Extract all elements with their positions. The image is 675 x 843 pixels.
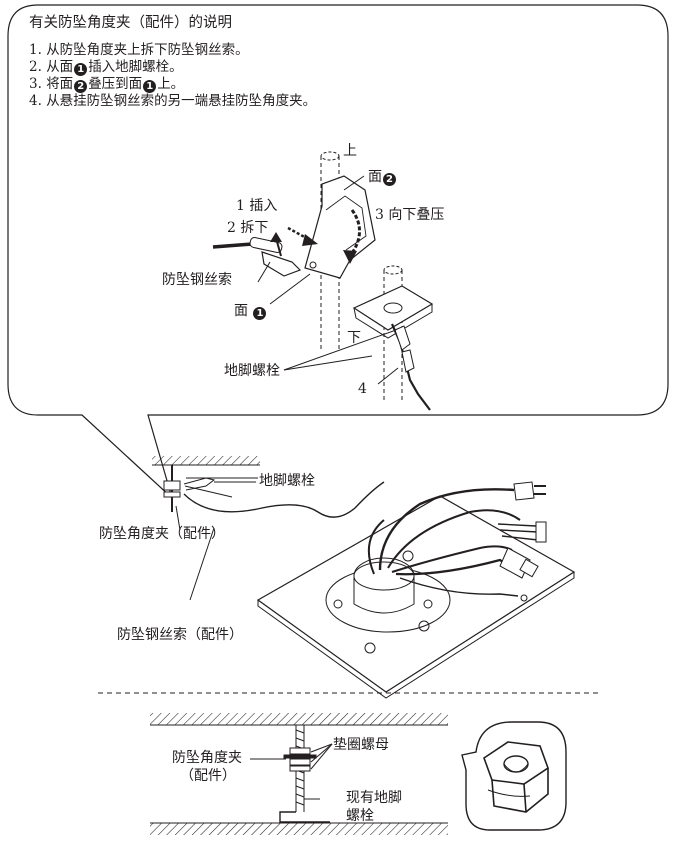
label-step3-press: 3 向下叠压 [375, 207, 445, 223]
label-step4: 4 [358, 381, 367, 397]
callout-title: 有关防坠角度夹（配件）的说明 [29, 15, 232, 31]
label-up: 上 [343, 143, 357, 159]
step-item: 4. 从悬挂防坠钢丝索的另一端悬挂防坠角度夹。 [29, 92, 317, 109]
label-face1: 面 1 [234, 303, 267, 320]
detail-diagram [150, 713, 448, 835]
hatched-ceiling-icon [152, 456, 260, 465]
label-wire: 防坠钢丝索 [162, 272, 232, 288]
washer-nut-closeup-icon [461, 721, 567, 831]
numbered-badge-icon: 1 [74, 62, 88, 76]
numbered-badge-icon: 1 [143, 79, 157, 93]
label-step1-insert: 1 插入 [236, 198, 278, 214]
label-down: 下 [347, 330, 361, 346]
main-label-wire: 防坠钢丝索（配件） [117, 627, 243, 643]
main-label-bracket: 防坠角度夹（配件） [99, 526, 225, 542]
detail-label-bracket-1: 防坠角度夹 [172, 750, 242, 766]
numbered-badge-icon: 2 [383, 173, 396, 186]
numbered-badge-icon: 1 [253, 307, 267, 320]
detail-label-bracket-2: （配件） [180, 768, 236, 784]
label-anchor-bolt: 地脚螺栓 [224, 363, 280, 379]
step-item: 1. 从防坠角度夹上拆下防坠钢丝索。 [29, 42, 249, 58]
main-diagram [152, 456, 576, 699]
detail-label-washer-nut: 垫圈螺母 [333, 737, 389, 753]
label-step2-remove: 2 拆下 [227, 220, 269, 236]
callout-illustration [212, 151, 434, 411]
numbered-badge-icon: 2 [74, 79, 88, 93]
detail-label-bolt-2: 螺栓 [346, 808, 374, 824]
detail-label-bolt-1: 现有地脚 [346, 790, 402, 806]
main-label-anchor-bolt: 地脚螺栓 [259, 473, 315, 489]
